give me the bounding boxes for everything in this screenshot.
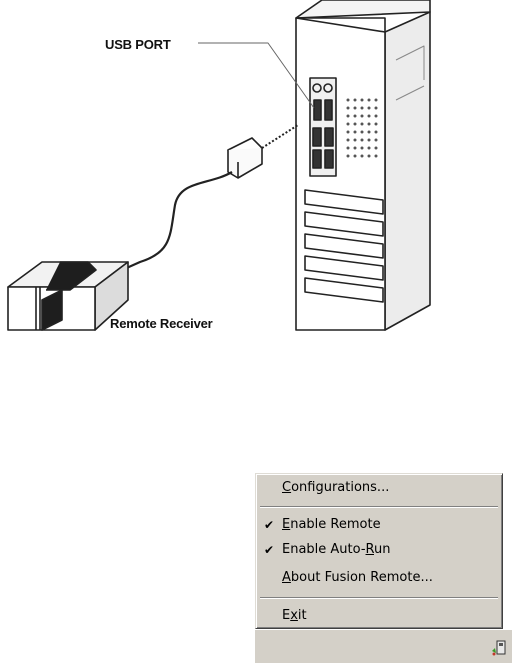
menu-item-configurations[interactable]: Configurations... [259,477,499,499]
usb-port [314,100,321,120]
menu-item-label: Configurations... [282,480,389,495]
usb-port [325,100,332,120]
menu-separator [260,506,498,508]
checkmark-icon: ✔ [264,539,278,561]
plug-insert-path [262,125,298,148]
tower-side [385,12,430,330]
menu-item-enable-remote[interactable]: ✔ Enable Remote [259,514,499,536]
tray-context-menu: Configurations... ✔ Enable Remote ✔ Enab… [255,473,503,629]
menu-item-label: Enable Remote [282,517,381,532]
menu-item-about[interactable]: About Fusion Remote... [259,567,499,589]
menu-item-label: Enable Auto-Run [282,542,390,557]
remote-receiver-label: Remote Receiver [110,316,213,331]
usb-port-label: USB PORT [105,37,171,52]
usb-receiver-illustration [0,0,512,360]
checkmark-icon: ✔ [264,514,278,536]
menu-item-enable-auto-run[interactable]: ✔ Enable Auto-Run [259,539,499,561]
taskbar-tray [255,629,512,663]
usb-cable [122,172,232,270]
menu-item-label: About Fusion Remote... [282,570,433,585]
menu-separator [260,597,498,599]
menu-item-exit[interactable]: Exit [259,605,499,627]
menu-item-label: Exit [282,608,307,623]
tower-top [296,0,430,18]
fusion-remote-tray-icon[interactable] [490,639,508,657]
